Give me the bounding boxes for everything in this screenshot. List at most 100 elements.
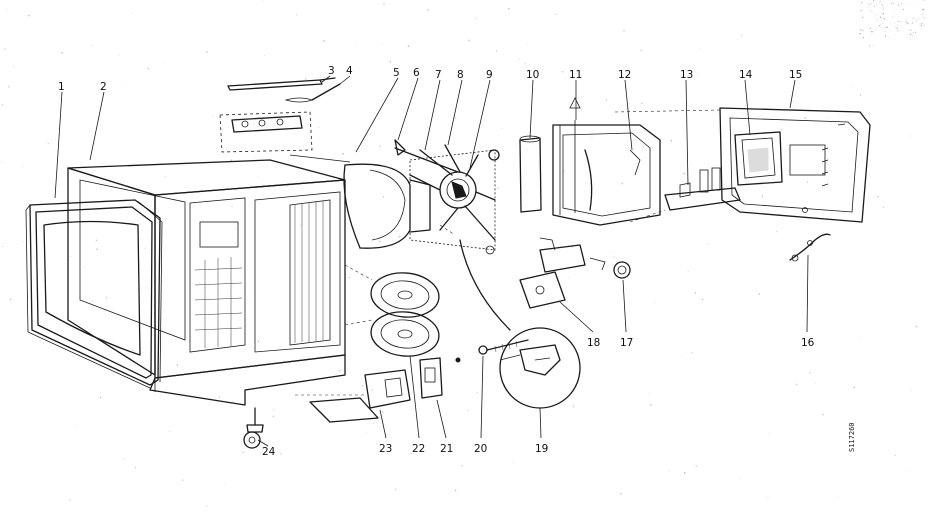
speckle-dot (701, 298, 704, 301)
speckle-dot (366, 431, 368, 433)
speckle-dot (398, 235, 401, 238)
speckle-dot (691, 352, 693, 354)
speckle-dot (670, 139, 673, 142)
speckle-dot (655, 302, 656, 304)
label-part-15: 15 (789, 69, 802, 81)
speckle-dot (871, 30, 873, 33)
speckle-dot (897, 4, 900, 6)
speckle-dot (875, 14, 877, 16)
speckle-dot (501, 128, 503, 129)
speckle-dot (875, 29, 876, 31)
speckle-dot (881, 3, 883, 5)
speckle-dot (1, 161, 3, 163)
speckle-dot (373, 422, 375, 424)
speckle-dot (323, 40, 325, 42)
speckle-dot (467, 409, 469, 411)
speckle-dot (572, 405, 575, 407)
speckle-dot (648, 393, 650, 394)
speckle-dot (476, 392, 478, 393)
label-part-20: 20 (474, 443, 487, 455)
speckle-dot (2, 104, 4, 106)
speckle-dot (591, 137, 593, 139)
speckle-dot (739, 477, 741, 479)
speckle-dot (874, 5, 876, 7)
speckle-dot (921, 13, 923, 15)
speckle-dot (862, 16, 864, 19)
speckle-dot (182, 479, 184, 481)
speckle-dot (218, 396, 221, 399)
speckle-dot (924, 17, 926, 19)
label-part-2: 2 (100, 81, 107, 93)
speckle-dot (95, 239, 98, 241)
speckle-dot (407, 45, 410, 47)
speckle-dot (295, 14, 297, 16)
speckle-dot (607, 265, 608, 267)
speckle-dot (806, 181, 809, 183)
speckle-dot (257, 176, 259, 178)
speckle-dot (9, 298, 12, 301)
speckle-dot (907, 22, 909, 25)
speckle-dot (879, 0, 881, 2)
speckle-dot (911, 22, 914, 24)
speckle-dot (454, 489, 457, 492)
speckle-dot (142, 347, 144, 349)
speckle-dot (280, 453, 282, 455)
speckle-dot (910, 29, 912, 31)
speckle-dot (923, 17, 924, 19)
speckle-dot (888, 37, 890, 39)
speckle-dot (892, 16, 894, 18)
speckle-dot (6, 8, 8, 10)
speckle-dot (650, 403, 652, 406)
speckle-dot (896, 24, 898, 25)
speckle-dot (880, 24, 881, 25)
speckle-dot (22, 241, 24, 243)
speckle-dot (837, 496, 839, 497)
speckle-dot (894, 12, 896, 13)
chassis-board-part (719, 107, 871, 223)
speckle-dot (869, 5, 870, 7)
speckle-dot (131, 13, 133, 15)
speckle-dot (410, 452, 412, 455)
speckle-dot (611, 252, 613, 253)
speckle-dot (468, 39, 470, 42)
speckle-dot (524, 63, 526, 65)
speckle-dot (909, 3, 911, 5)
speckle-dot (915, 325, 918, 328)
speckle-dot (164, 63, 165, 65)
speckle-dot (925, 0, 927, 1)
speckle-dot (318, 126, 320, 128)
speckle-dot (355, 44, 357, 46)
speckle-dot (859, 94, 862, 96)
speckle-dot (508, 7, 510, 10)
label-part-21: 21 (440, 443, 453, 455)
speckle-dot (225, 483, 226, 485)
speckle-dot (883, 8, 884, 10)
speckle-dot (527, 149, 528, 151)
speckle-dot (890, 3, 892, 5)
speckle-dot (897, 20, 899, 23)
speckle-dot (232, 401, 234, 403)
speckle-dot (908, 29, 910, 31)
speckle-dot (859, 32, 861, 35)
speckle-dot (895, 26, 897, 28)
speckle-dot (866, 6, 868, 8)
speckle-dot (305, 78, 307, 80)
speckle-dot (860, 29, 862, 31)
speckle-dot (212, 115, 214, 117)
speckle-dot (866, 27, 868, 28)
speckle-dot (206, 51, 208, 53)
speckle-dot (43, 342, 45, 344)
speckle-dot (389, 61, 392, 63)
top-trim-part (227, 77, 341, 103)
speckle-dot (905, 21, 908, 24)
speckle-dot (383, 3, 385, 5)
speckle-dot (230, 159, 232, 161)
speckle-dot (873, 31, 875, 33)
label-part-10: 10 (526, 69, 539, 81)
speckle-dot (379, 145, 382, 147)
speckle-dot (69, 499, 71, 501)
speckle-dot (861, 1, 863, 4)
speckle-dot (872, 45, 874, 47)
speckle-dot (921, 22, 923, 25)
speckle-dot (342, 152, 344, 155)
